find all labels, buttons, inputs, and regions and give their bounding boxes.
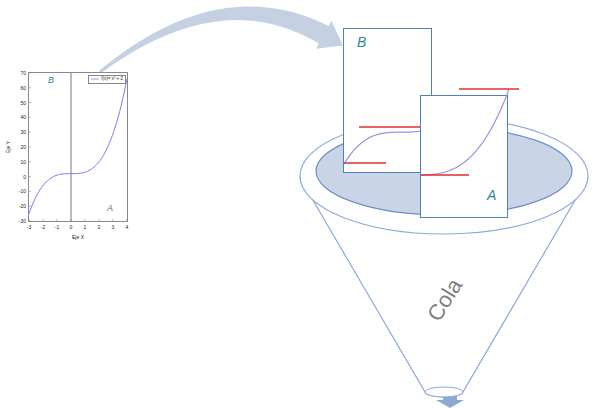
mini-curve xyxy=(421,89,509,175)
card-a: A xyxy=(420,95,508,218)
tick-label: 70 xyxy=(20,71,26,76)
funnel-spout xyxy=(425,387,463,397)
tick-label: -3 xyxy=(27,225,31,230)
card-letter: A xyxy=(487,188,496,202)
y-axis-line xyxy=(71,73,72,221)
tick-mark xyxy=(29,132,31,133)
tick-label: -20 xyxy=(19,204,26,209)
tick-label: 40 xyxy=(20,115,26,120)
plot-frame: BA xyxy=(28,72,128,222)
tick-mark xyxy=(29,176,31,177)
tick-mark xyxy=(29,161,31,162)
tick-mark xyxy=(29,73,31,74)
tick-label: 60 xyxy=(20,85,26,90)
tick-mark xyxy=(85,219,86,221)
tick-label: 2 xyxy=(98,225,101,230)
tick-mark xyxy=(29,87,31,88)
function-curve xyxy=(29,79,127,214)
card-letter: B xyxy=(357,35,366,49)
tick-label: -10 xyxy=(19,189,26,194)
tick-label: 3 xyxy=(112,225,115,230)
tick-label: 1 xyxy=(84,225,87,230)
tick-label: -2 xyxy=(41,225,45,230)
legend-text: f(x)= x³ + 2 xyxy=(101,77,123,82)
illustration xyxy=(29,73,129,223)
limit-line xyxy=(459,88,519,90)
tick-label: 10 xyxy=(20,159,26,164)
tick-label: 50 xyxy=(20,100,26,105)
tick-mark xyxy=(29,102,31,103)
tick-label: 0 xyxy=(23,174,26,179)
tick-label: -1 xyxy=(55,225,59,230)
tick-mark xyxy=(29,147,31,148)
tick-mark xyxy=(127,219,128,221)
output-arrow-head xyxy=(436,400,464,408)
tick-mark xyxy=(57,219,58,221)
limit-line xyxy=(344,162,386,164)
tick-label: 30 xyxy=(20,130,26,135)
region-letter: A xyxy=(107,204,113,213)
card-b: B xyxy=(343,28,432,173)
tick-mark xyxy=(29,117,31,118)
axis-title: Eje Y xyxy=(6,141,11,153)
tick-mark xyxy=(29,219,30,221)
tick-mark xyxy=(113,219,114,221)
tick-label: -30 xyxy=(19,219,26,224)
legend-item: f(x)= x³ + 2 xyxy=(88,75,126,84)
limit-line xyxy=(421,174,469,176)
tick-mark xyxy=(43,219,44,221)
tick-mark xyxy=(29,206,31,207)
tick-label: 20 xyxy=(20,145,26,150)
tick-mark xyxy=(29,191,31,192)
region-letter: B xyxy=(48,76,54,85)
tick-mark xyxy=(99,219,100,221)
tick-label: 4 xyxy=(126,225,129,230)
tick-mark xyxy=(71,219,72,221)
axis-title: Eje X xyxy=(72,235,84,240)
tick-mark xyxy=(29,221,31,222)
legend-sample xyxy=(91,77,99,81)
flow-arrow xyxy=(99,7,343,74)
tick-label: 0 xyxy=(70,225,73,230)
